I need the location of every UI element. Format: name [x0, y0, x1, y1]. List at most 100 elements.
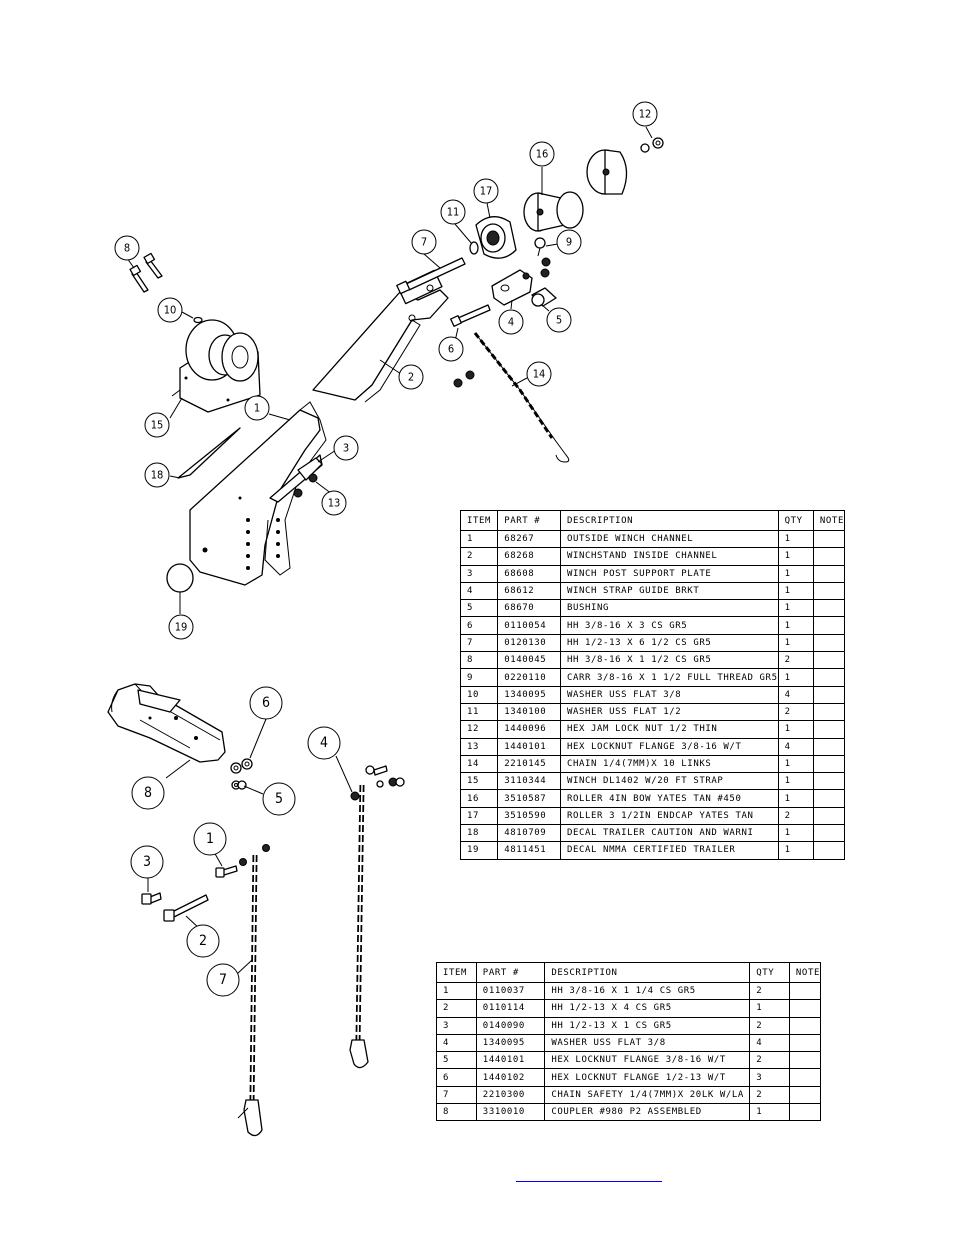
- cell-qty: 2: [749, 1051, 790, 1070]
- cell-item: 1: [459, 529, 499, 549]
- cell-item: 6: [436, 1068, 477, 1087]
- cell-qty: 1: [777, 529, 814, 549]
- cell-part-number: 68670: [497, 599, 561, 618]
- coupler-callout-3: 3: [130, 845, 164, 879]
- callout-2: 2: [398, 364, 424, 390]
- winch-assembly-drawing: 1 2 3 4 5 6 7 8 9 10 11 12 13 14 15 16 1…: [114, 101, 664, 640]
- cell-description: WINCH DL1402 W/20 FT STRAP: [559, 772, 779, 791]
- col-item: ITEM: [436, 962, 477, 983]
- callout-12: 12: [632, 101, 658, 127]
- coupler-callout-6: 6: [249, 686, 283, 720]
- cell-part-number: 0110054: [497, 616, 561, 635]
- callout-19: 19: [168, 614, 194, 640]
- roller-endcap-2-part: [586, 149, 628, 195]
- cell-description: HH 3/8-16 X 1 1/2 CS GR5: [559, 651, 779, 670]
- cell-description: WASHER USS FLAT 3/8: [559, 685, 779, 704]
- outside-winch-channel-part: [189, 401, 327, 586]
- svg-text:16: 16: [536, 148, 549, 161]
- cell-description: HH 1/2-13 X 4 CS GR5: [544, 999, 751, 1018]
- washer-10-part: [193, 316, 203, 324]
- cell-description: CARR 3/8-16 X 1 1/2 FULL THREAD GR5: [559, 668, 779, 687]
- cell-description: ROLLER 3 1/2IN ENDCAP YATES TAN: [559, 806, 779, 826]
- coupler-callout-7: 7: [206, 963, 240, 997]
- cell-part-number: 0110114: [475, 999, 546, 1018]
- cell-qty: 2: [749, 1016, 790, 1035]
- callout-16: 16: [529, 141, 555, 167]
- nuts-near-bracket-part: [540, 257, 551, 278]
- cell-item: 3: [459, 564, 499, 583]
- inside-channel-part: [312, 269, 449, 403]
- cell-qty: 2: [749, 981, 790, 1001]
- carriage-bolt-part: [534, 237, 546, 257]
- cell-qty: 1: [777, 547, 814, 566]
- svg-text:4: 4: [320, 735, 328, 751]
- cell-qty: 2: [777, 806, 814, 826]
- cell-item: 13: [459, 737, 499, 756]
- cell-part-number: 0140090: [475, 1016, 546, 1035]
- cell-description: COUPLER #980 P2 ASSEMBLED: [544, 1103, 751, 1122]
- callout-3: 3: [333, 435, 359, 461]
- cell-item: 7: [436, 1085, 477, 1105]
- callout-8: 8: [114, 235, 140, 261]
- cell-qty: 1: [777, 633, 814, 653]
- cell-item: 3: [436, 1016, 477, 1035]
- cell-part-number: 2210300: [475, 1085, 546, 1105]
- bolt-6-part: [450, 304, 491, 327]
- cell-part-number: 4810709: [497, 824, 561, 843]
- coupler-callout-2: 2: [186, 924, 220, 958]
- strap-guide-bracket-part: [491, 269, 533, 306]
- cell-item: 1: [436, 981, 477, 1001]
- svg-text:8: 8: [124, 242, 130, 255]
- washer-11-part: [469, 241, 479, 255]
- callout-9: 9: [556, 229, 582, 255]
- cell-item: 12: [459, 720, 499, 739]
- cell-part-number: 3510587: [497, 789, 561, 808]
- coupler-part: [107, 683, 226, 763]
- hyperlink-underline[interactable]: [516, 1181, 662, 1182]
- cell-note: [812, 547, 846, 566]
- cell-description: HEX LOCKNUT FLANGE 1/2-13 W/T: [544, 1068, 751, 1087]
- svg-text:15: 15: [151, 419, 164, 432]
- post-support-plate-part: [269, 454, 323, 503]
- long-bolt-part: [396, 257, 466, 295]
- cell-note: [788, 1085, 822, 1105]
- cell-note: [812, 841, 846, 860]
- cell-part-number: 1440101: [497, 737, 561, 756]
- cell-item: 17: [459, 806, 499, 826]
- cell-part-number: 3310010: [475, 1103, 546, 1122]
- cell-description: HH 1/2-13 X 1 CS GR5: [544, 1016, 751, 1035]
- coupler-short-bolts-part: [141, 844, 270, 905]
- cell-note: [788, 981, 822, 1001]
- cell-part-number: 1440102: [475, 1068, 546, 1087]
- callout-7: 7: [411, 229, 437, 255]
- cell-part-number: 68612: [497, 581, 561, 601]
- callout-4: 4: [498, 309, 524, 335]
- cell-qty: 1: [777, 824, 814, 843]
- cell-note: [812, 616, 846, 635]
- chain-14-part: [453, 332, 570, 463]
- cell-item: 8: [459, 651, 499, 670]
- cell-item: 6: [459, 616, 499, 635]
- roller-endcap-part: [475, 216, 517, 259]
- col-note: NOTE: [788, 962, 822, 983]
- cell-item: 2: [436, 999, 477, 1018]
- coupler-callout-8: 8: [131, 776, 165, 810]
- decal-caution-part: [177, 427, 241, 479]
- callout-14: 14: [526, 361, 552, 387]
- svg-text:6: 6: [262, 695, 270, 711]
- cell-part-number: 68268: [497, 547, 561, 566]
- locknuts-13-part: [293, 473, 318, 498]
- cell-part-number: 0220110: [497, 668, 561, 687]
- cell-description: CHAIN 1/4(7MM)X 10 LINKS: [559, 754, 779, 774]
- cell-note: [812, 651, 846, 670]
